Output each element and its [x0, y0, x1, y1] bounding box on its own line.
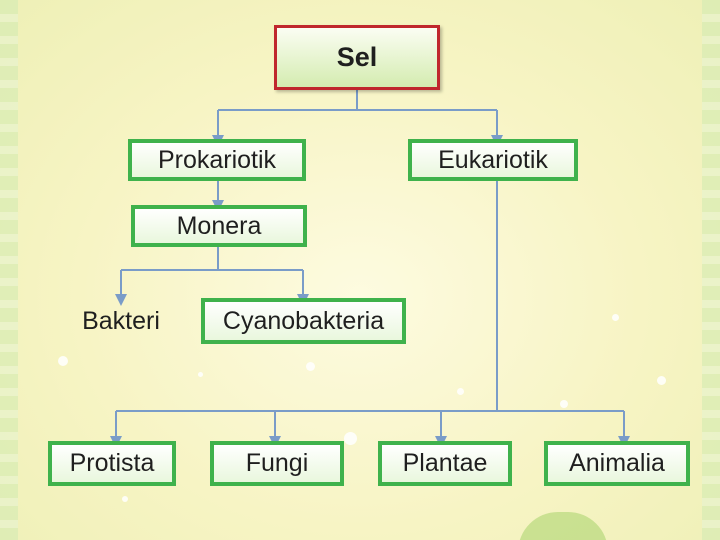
node-monera-label: Monera: [176, 211, 262, 240]
node-plantae-label: Plantae: [402, 449, 488, 477]
node-sel: Sel: [274, 25, 440, 90]
right-decorative-stripe: [702, 0, 720, 540]
node-bakteri-label: Bakteri: [82, 306, 160, 335]
decorative-dot: [560, 400, 568, 408]
decorative-dot: [58, 356, 68, 366]
node-eukariotik: Eukariotik: [408, 139, 578, 181]
decorative-dot: [306, 362, 315, 371]
node-plantae: Plantae: [378, 441, 512, 486]
node-protista: Protista: [48, 441, 176, 486]
node-fungi-label: Fungi: [245, 449, 309, 477]
node-monera: Monera: [131, 205, 307, 247]
node-prokariotik-label: Prokariotik: [157, 145, 277, 174]
node-sel-label: Sel: [336, 42, 378, 72]
node-cyanobakteria-label: Cyanobakteria: [222, 306, 385, 335]
node-protista-label: Protista: [69, 449, 155, 477]
decorative-dot: [657, 376, 666, 385]
node-eukariotik-label: Eukariotik: [438, 145, 548, 174]
decorative-dot: [344, 432, 357, 445]
node-prokariotik: Prokariotik: [128, 139, 306, 181]
decorative-dot: [122, 496, 128, 502]
decorative-dot: [457, 388, 464, 395]
decorative-dot: [198, 372, 203, 377]
left-decorative-stripe: [0, 0, 18, 540]
node-animalia-label: Animalia: [569, 449, 665, 477]
node-cyanobakteria: Cyanobakteria: [201, 298, 406, 344]
node-bakteri: Bakteri: [58, 298, 184, 344]
node-fungi: Fungi: [210, 441, 344, 486]
node-animalia: Animalia: [544, 441, 690, 486]
decorative-dot: [612, 314, 619, 321]
